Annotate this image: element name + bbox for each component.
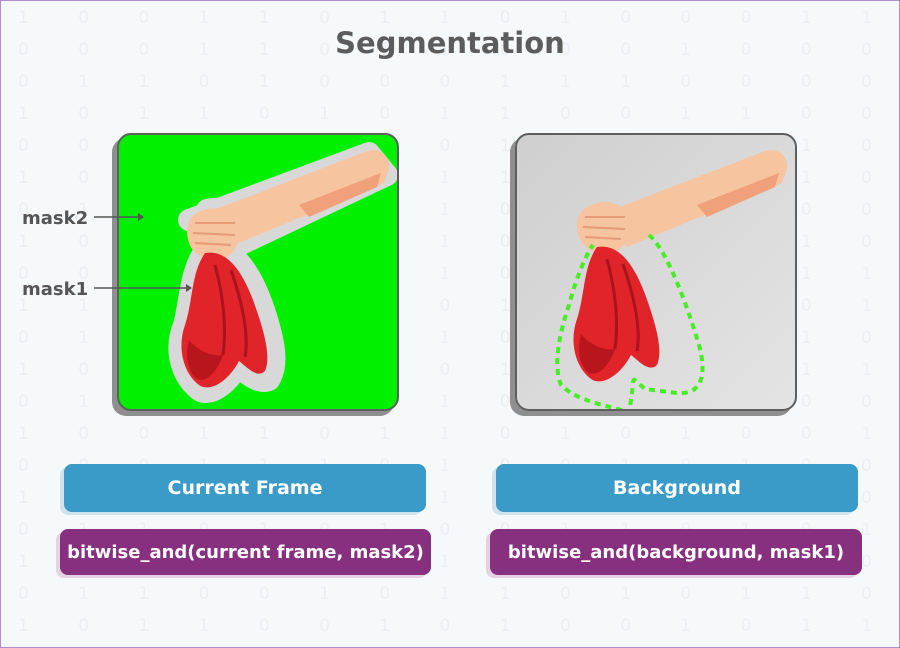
finger-lines: [582, 216, 626, 240]
arm: [599, 150, 788, 247]
cloth-shadow: [579, 334, 615, 374]
finger-lines: [192, 222, 236, 246]
arm: [201, 150, 390, 247]
background-hand-image: [555, 150, 788, 409]
background-panel: [515, 133, 797, 411]
formula-right-badge: bitwise_and(background, mask1): [490, 529, 862, 575]
mask1-label: mask1: [22, 279, 89, 300]
hand-holding-cloth-image: [168, 142, 397, 403]
page-title: Segmentation: [335, 26, 565, 60]
mask2-label: mask2: [22, 208, 89, 229]
cloth-shadow: [187, 340, 223, 380]
formula-left-badge: bitwise_and(current frame, mask2): [60, 529, 431, 575]
current-frame-button[interactable]: Current Frame: [64, 464, 426, 512]
cloth-folds: [213, 264, 248, 358]
arm-shade: [697, 173, 779, 217]
mask1-arrow: [94, 284, 192, 292]
cloth-folds: [605, 258, 640, 352]
arm-shade: [299, 173, 381, 217]
mask1-dashed-outline: [555, 233, 705, 409]
current-frame-panel: [117, 133, 399, 411]
background-button[interactable]: Background: [496, 464, 858, 512]
mask2-arrow: [94, 213, 144, 221]
